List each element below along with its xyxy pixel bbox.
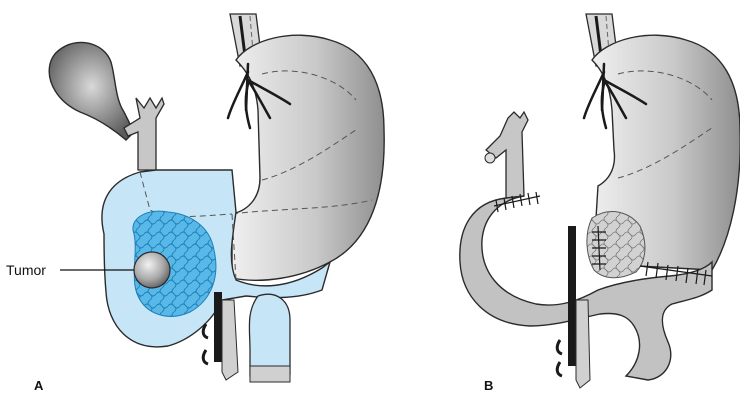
panel-label-b: B — [484, 378, 493, 393]
vessel-column-a — [214, 292, 222, 362]
duodenum-a — [249, 294, 290, 376]
vessel-column-b — [568, 226, 576, 366]
bile-duct — [124, 98, 164, 170]
stomach-a — [232, 35, 384, 280]
gallbladder — [49, 42, 134, 140]
panel-a — [49, 14, 384, 382]
panel-label-a: A — [34, 378, 43, 393]
panel-b — [460, 14, 740, 388]
tumor — [134, 252, 170, 288]
tumor-label: Tumor — [6, 262, 46, 278]
anastomosis-patch — [587, 212, 645, 278]
